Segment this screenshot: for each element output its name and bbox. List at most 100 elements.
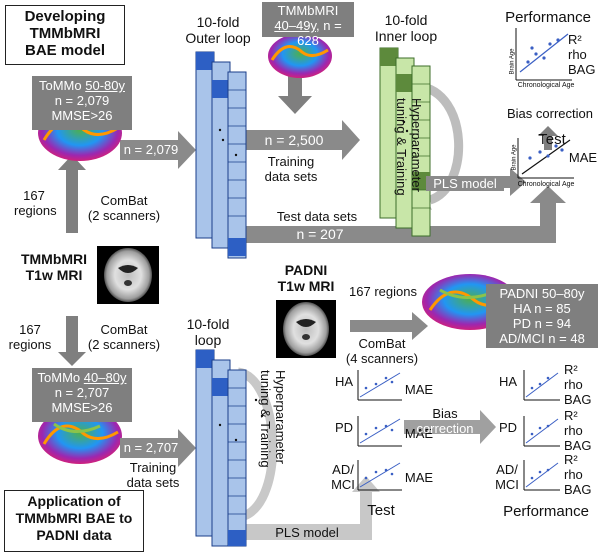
- arrow-n2079: [120, 131, 196, 169]
- padni-t1w-line-2: T1w MRI: [277, 278, 335, 294]
- group-ad-perf-line-1: AD/: [496, 462, 518, 477]
- metric-admci-rho: rho: [564, 467, 583, 482]
- bias-correction-bottom: Bias correction: [410, 406, 480, 436]
- group-ad-perf: AD/ MCI: [492, 462, 522, 492]
- padni-box: PADNI 50–80y HA n = 85 PD n = 94 AD/MCI …: [486, 284, 598, 348]
- tommo-bottom-n: n = 2,707: [54, 385, 110, 400]
- combat-top: ComBat (2 scanners): [86, 193, 162, 223]
- hyper-bottom-line-1: Hyperparameter: [273, 370, 288, 464]
- chron-age-axis-test: Chronological Age: [517, 181, 575, 188]
- group-pd-test: PD: [334, 420, 354, 435]
- padni-t1w-line-1: PADNI: [284, 262, 328, 278]
- brain-age-axis-test: Brain Age: [511, 144, 518, 171]
- training-bottom-line-1: Training: [129, 460, 177, 475]
- training-label-bottom: Training data sets: [118, 460, 188, 490]
- pls-model-top: PLS model: [426, 176, 504, 191]
- mae-top: MAE: [568, 150, 598, 165]
- metrics-ha: R² rho BAG: [564, 362, 600, 407]
- bias-correction-top: Bias correction: [507, 106, 593, 121]
- group-ad-test: AD/ MCI: [328, 462, 358, 492]
- padni-box-title: PADNI 50–80y: [499, 286, 585, 301]
- combat-top-line-2: (2 scanners): [87, 208, 161, 223]
- group-ad-perf-line-2: MCI: [495, 477, 519, 492]
- tmmbmri-age: 40–49y: [274, 18, 316, 33]
- inner-loop-columns: [379, 47, 431, 237]
- hyper-top-line-1: Hyperparameter: [409, 98, 424, 192]
- n207-label: n = 207: [296, 226, 344, 242]
- outer-loop-columns: [195, 51, 247, 259]
- regions-top: 167 regions: [14, 188, 57, 218]
- outer-loop-line-1: 10-fold: [196, 14, 240, 30]
- tommo-top-name: ToMMo: [39, 78, 82, 93]
- padni-box-ha: HA n = 85: [513, 301, 571, 316]
- up-arrow-combat-top: [58, 155, 86, 233]
- title-line-2: TMMbMRI: [29, 25, 101, 42]
- plot-perf-ha: [523, 370, 560, 401]
- pls-model-bottom: PLS model: [275, 525, 339, 540]
- app-title-line-2: TMMbMRI BAE to: [15, 510, 133, 526]
- metrics-pd: R² rho BAG: [564, 408, 600, 453]
- metric-pd-rho: rho: [564, 423, 583, 438]
- tommo-bottom-age: 40–80y: [83, 370, 127, 385]
- mri-tmmbmri-image: [97, 246, 159, 304]
- hyper-bottom-line-2: tuning & Training: [258, 370, 273, 468]
- tommo-bottom-box: ToMMo 40–80y n = 2,707 MMSE>26: [32, 368, 132, 422]
- brain-age-axis-top: Brain Age: [509, 48, 516, 75]
- mri-padni-image: [276, 300, 336, 358]
- padni-box-pd: PD n = 94: [512, 316, 572, 331]
- inner-loop-line-2: Inner loop: [374, 28, 438, 44]
- metric-ha-bag: BAG: [564, 392, 592, 407]
- brain-tommo-bottom: [38, 408, 122, 464]
- combat-bottom: ComBat (2 scanners): [86, 322, 162, 352]
- tmmbmri-box: TMMbMRI 40–49y, n = 628: [262, 2, 354, 48]
- curved-arrow-hyper-bottom: [236, 367, 278, 521]
- plot-test-top: [517, 138, 574, 179]
- metrics-top: R² rho BAG: [568, 32, 602, 77]
- combat-bottom-line-1: ComBat: [100, 322, 148, 337]
- group-ha-perf: HA: [498, 374, 518, 389]
- mae-admci: MAE: [404, 470, 434, 485]
- title-developing-box: Developing TMMbMRI BAE model: [5, 5, 125, 65]
- arrow-n2707: [120, 429, 196, 467]
- group-ha-test: HA: [334, 374, 354, 389]
- arrow-n2079-label: n = 2,079: [123, 142, 179, 157]
- tmmbmri-n: , n = 628: [297, 18, 342, 48]
- app-title-line-3: PADNI data: [36, 527, 112, 543]
- arrow-pls-bottom: [240, 476, 380, 540]
- test-top: Test: [538, 131, 566, 148]
- bottom-loop-label: 10-fold loop: [178, 316, 238, 348]
- bottom-loop-line-1: 10-fold: [186, 316, 230, 332]
- hyper-label-bottom: Hyperparameter tuning & Training: [258, 370, 288, 510]
- title-application-box: Application of TMMbMRI BAE to PADNI data: [4, 490, 144, 552]
- tommo-top-mmse: MMSE>26: [51, 108, 113, 123]
- bottom-loop-columns: [195, 349, 264, 547]
- app-title-line-1: Application of: [27, 493, 121, 509]
- tommo-bottom-name: ToMMo: [37, 370, 81, 385]
- group-pd-perf: PD: [498, 420, 518, 435]
- padni-t1w-label: PADNI T1w MRI: [266, 262, 346, 294]
- down-arrow-tmmbmri: [278, 76, 312, 114]
- inner-loop-label: 10-fold Inner loop: [364, 12, 448, 44]
- metric-pd-bag: BAG: [564, 438, 592, 453]
- test-data-sets-label: Test data sets: [276, 209, 358, 224]
- tommo-top-age: 50-80y: [85, 78, 125, 93]
- plot-perf-admci: [523, 460, 560, 491]
- plot-test-pd: [357, 416, 402, 447]
- padni-combat: ComBat (4 scanners): [344, 336, 420, 366]
- training-label-top: Training data sets: [256, 154, 326, 184]
- tommo-bottom-mmse: MMSE>26: [51, 400, 113, 415]
- metric-ha-rho: rho: [564, 377, 583, 392]
- regions-top-line-2: regions: [14, 203, 57, 218]
- metric-r2-top: R²: [568, 32, 582, 47]
- regions-bottom-line-2: regions: [8, 337, 52, 352]
- bias-bottom-line-1: Bias: [432, 406, 458, 421]
- bias-bottom-line-2: correction: [416, 421, 474, 436]
- plot-performance-top: [515, 28, 572, 81]
- metric-pd-r2: R²: [564, 408, 578, 423]
- regions-bottom: 167 regions: [8, 322, 52, 352]
- tommo-top-box: ToMMo 50-80y n = 2,079 MMSE>26: [32, 76, 132, 130]
- arrow-n2500: [246, 120, 360, 160]
- padni-box-ad: AD/MCI n = 48: [499, 331, 585, 346]
- hyper-top-line-2: tuning & Training: [394, 98, 409, 196]
- arrow-bias-correction: [404, 410, 496, 444]
